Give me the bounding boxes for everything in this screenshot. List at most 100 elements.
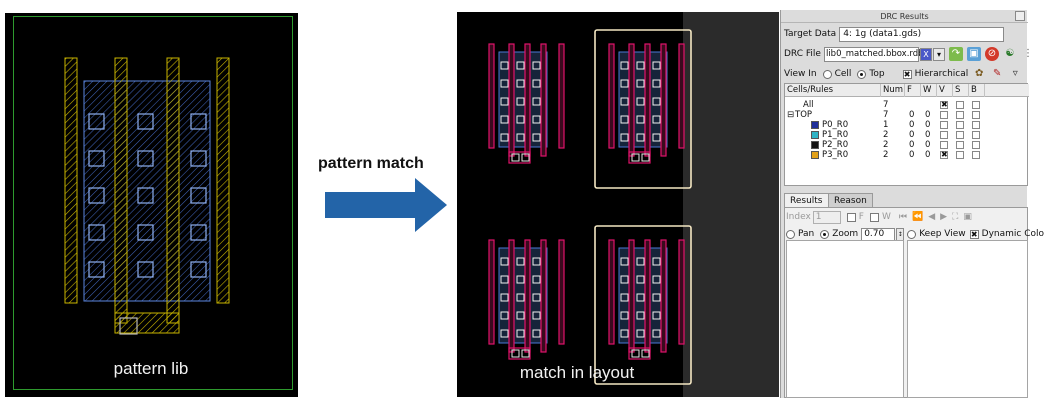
row-w: 0 <box>925 110 931 120</box>
contact <box>516 133 525 142</box>
palette-icon[interactable]: ✿ <box>975 68 984 79</box>
contact <box>532 133 541 142</box>
contact <box>500 329 509 338</box>
fit-icon[interactable]: ⛶ <box>952 212 959 222</box>
v-checkbox[interactable]: ✖ <box>940 100 948 109</box>
header-num[interactable]: Num <box>883 84 905 97</box>
highlight-icon[interactable]: ▣ <box>963 212 972 222</box>
contact <box>88 187 105 204</box>
contact <box>652 311 661 320</box>
s-checkbox[interactable] <box>956 121 964 129</box>
load-icon[interactable]: ↷ <box>948 47 963 61</box>
previous-icon[interactable]: ◀ <box>928 212 936 222</box>
v-checkbox[interactable] <box>940 121 948 129</box>
keep-view-radio[interactable] <box>907 229 917 239</box>
contact <box>137 224 154 241</box>
contact <box>500 275 509 284</box>
pattern-lib-border <box>13 16 293 390</box>
b-checkbox[interactable] <box>972 111 980 119</box>
header-s[interactable]: S <box>953 84 969 97</box>
diffusion-region <box>618 247 668 344</box>
drc-file-select[interactable]: lib0_matched.bbox.rdb <box>823 46 924 62</box>
s-checkbox[interactable] <box>956 131 964 139</box>
view-cell-radio[interactable] <box>822 69 832 79</box>
info-icon[interactable]: ☯ <box>1005 48 1015 59</box>
zoom-spin-icon[interactable]: ↕ <box>896 227 905 241</box>
contact <box>532 257 541 266</box>
zoom-row: Pan Zoom 0.70 ↕ Keep View ✖ Dynamic Colo <box>781 225 1044 243</box>
view-in-row: View In Cell Top ✖ Hierarchical ✿ ✎ ▿ <box>781 65 1022 83</box>
b-checkbox[interactable] <box>972 141 980 149</box>
b-checkbox[interactable] <box>972 101 980 109</box>
first-icon[interactable]: ⏮ <box>898 212 907 222</box>
hierarchical-checkbox[interactable]: ✖ <box>902 69 912 79</box>
tab-results[interactable]: Results <box>784 193 829 208</box>
results-detail[interactable] <box>907 240 1028 398</box>
results-list[interactable] <box>786 240 904 398</box>
layout-offscreen-area <box>683 12 779 397</box>
contact <box>516 97 525 106</box>
gate-contact <box>521 153 530 162</box>
metal-finger <box>508 43 515 157</box>
chevron-down-icon[interactable]: ▾ <box>932 47 945 61</box>
clear-file-button[interactable]: X <box>919 47 932 61</box>
index-spinner[interactable]: 1 <box>812 210 841 224</box>
metal-finger <box>660 43 667 157</box>
w-filter-label: W <box>881 212 891 222</box>
header-b[interactable]: B <box>969 84 985 97</box>
b-checkbox[interactable] <box>972 121 980 129</box>
tab-reason[interactable]: Reason <box>828 193 873 208</box>
pattern-lib-drawing: pattern lib <box>64 57 230 378</box>
pan-radio[interactable] <box>786 229 795 239</box>
header-f[interactable]: F <box>905 84 921 97</box>
b-checkbox[interactable] <box>972 131 980 139</box>
zoom-input[interactable]: 0.70 <box>861 227 896 241</box>
gate-contact <box>631 153 640 162</box>
contact <box>636 133 645 142</box>
header-cells-rules[interactable]: Cells/Rules <box>785 84 881 97</box>
brush-icon[interactable]: ✎ <box>993 68 1002 79</box>
s-checkbox[interactable] <box>956 141 964 149</box>
diffusion-region <box>618 51 668 148</box>
b-checkbox[interactable] <box>972 151 980 159</box>
contact <box>500 293 509 302</box>
stop-icon[interactable]: ⊘ <box>984 47 999 61</box>
v-checkbox[interactable] <box>940 111 948 119</box>
contact <box>137 113 154 130</box>
v-checkbox[interactable]: ✖ <box>940 150 948 159</box>
tree-collapse-icon[interactable]: ⊟ <box>787 110 795 120</box>
header-w[interactable]: W <box>921 84 937 97</box>
s-checkbox[interactable] <box>956 151 964 159</box>
v-checkbox[interactable] <box>940 141 948 149</box>
match-highlight-box <box>594 225 692 385</box>
next-icon[interactable]: ▶ <box>940 212 948 222</box>
row-name: TOP <box>795 110 813 120</box>
s-checkbox[interactable] <box>956 111 964 119</box>
gate-contact <box>119 317 138 335</box>
previous-page-icon[interactable]: ⏪ <box>911 212 924 222</box>
layout-caption: match in layout <box>519 363 635 382</box>
v-checkbox[interactable] <box>940 131 948 139</box>
view-top-radio[interactable] <box>857 69 867 79</box>
f-filter-checkbox[interactable] <box>846 212 856 222</box>
target-data-select[interactable]: 4: 1g (data1.gds) <box>839 26 1005 42</box>
contact <box>500 79 509 88</box>
header-v[interactable]: V <box>937 84 953 97</box>
s-checkbox[interactable] <box>956 101 964 109</box>
save-icon[interactable]: ▣ <box>966 47 981 61</box>
dynamic-color-checkbox[interactable]: ✖ <box>969 229 979 239</box>
filter-icon[interactable]: ▿ <box>1012 68 1018 79</box>
more-icon[interactable]: ⋮ <box>1022 48 1033 59</box>
zoom-radio[interactable] <box>820 229 830 239</box>
drc-file-label: DRC File <box>784 49 821 59</box>
restore-icon[interactable] <box>1015 11 1025 21</box>
w-filter-checkbox[interactable] <box>869 212 879 222</box>
arrow-icon <box>325 178 447 232</box>
